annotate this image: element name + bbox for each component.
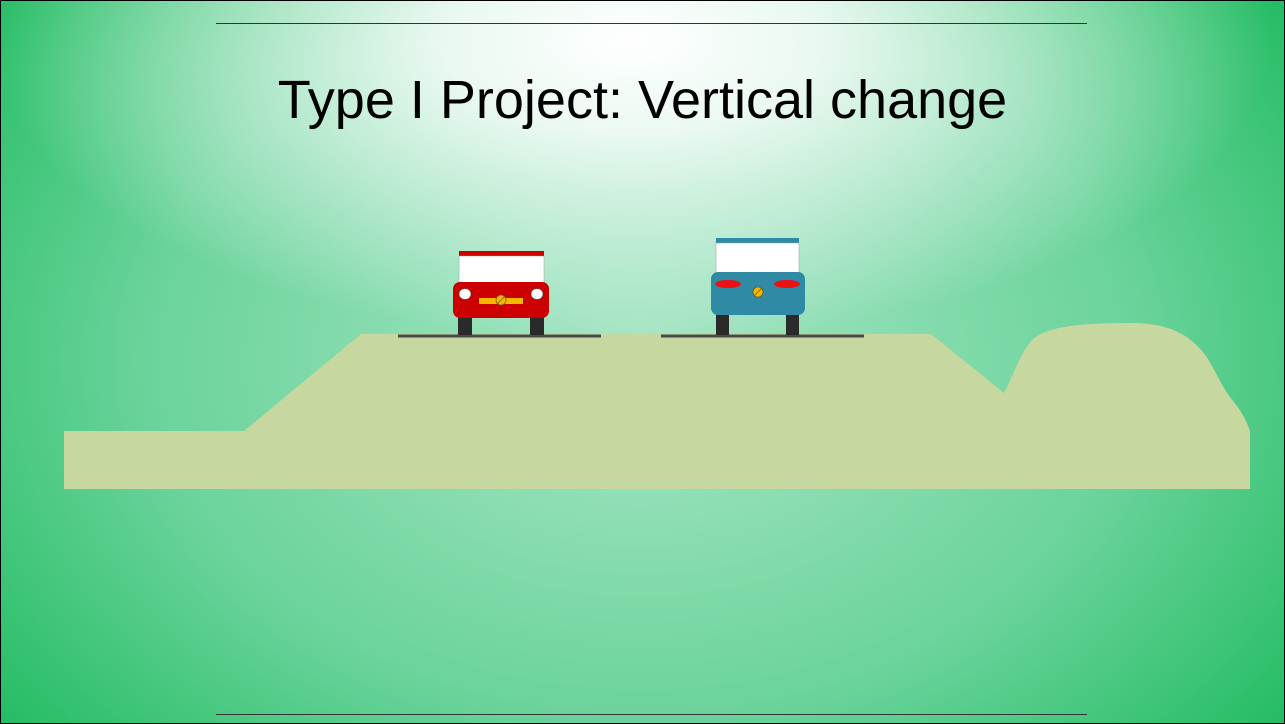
ground-embankment	[64, 323, 1250, 489]
car-front-view-icon	[453, 251, 549, 335]
bottom-divider	[216, 714, 1087, 715]
car-rear-view-icon	[711, 238, 805, 335]
